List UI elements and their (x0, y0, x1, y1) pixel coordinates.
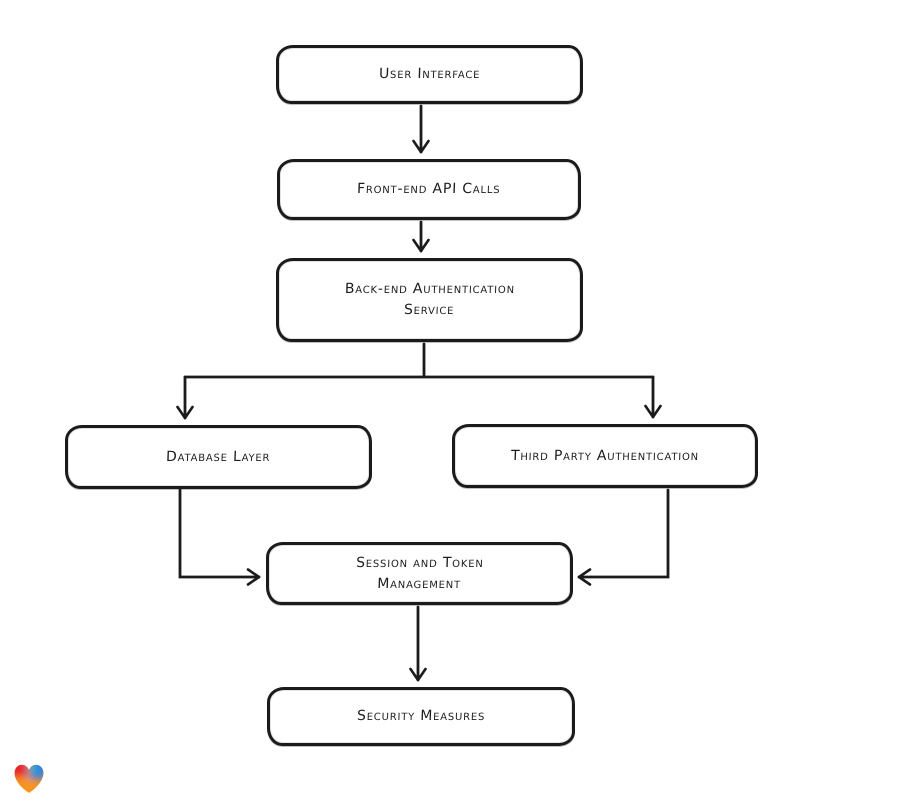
node-database-layer-label: Database Layer (166, 448, 271, 465)
node-database-layer: Database Layer (65, 425, 372, 489)
node-user-interface-label: User Interface (378, 66, 481, 82)
node-session-and-token-management-label: Session and Token Management (355, 554, 484, 592)
gradient-heart-logo[interactable] (10, 760, 48, 796)
node-back-end-authentication-service-label: Back-end Authentication Service (344, 281, 516, 318)
node-third-party-authentication-label: Third Party Authentication (510, 447, 700, 464)
gradient-heart-icon (14, 764, 44, 793)
edge-backend-split-rail (183, 342, 655, 379)
node-user-interface: User Interface (276, 45, 583, 104)
node-front-end-api-calls: Front-end API Calls (277, 159, 581, 220)
edge-thirdparty-to-session (577, 488, 670, 586)
node-security-measures-label: Security Measures (356, 708, 486, 724)
node-session-and-token-management: Session and Token Management (266, 542, 573, 605)
node-front-end-api-calls-label: Front-end API Calls (357, 181, 501, 197)
node-third-party-authentication: Third Party Authentication (452, 424, 758, 488)
node-back-end-authentication-service: Back-end Authentication Service (276, 258, 583, 342)
node-security-measures: Security Measures (267, 687, 575, 746)
edge-database-to-session (178, 488, 261, 586)
